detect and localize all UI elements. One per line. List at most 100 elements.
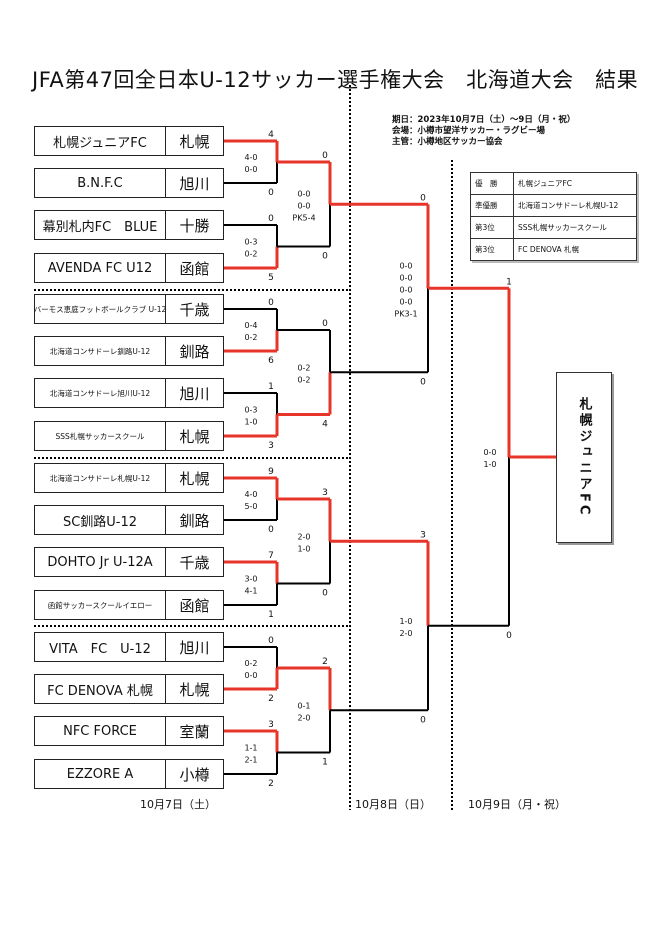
team-region: 札幌 — [179, 132, 210, 151]
team-region: 旭川 — [179, 638, 210, 657]
half-score: 0-0 — [244, 165, 257, 174]
team-row: SSS札幌サッカースクール札幌 — [34, 421, 224, 451]
team-name: 北海道コンサドーレ旭川U-12 — [35, 379, 166, 407]
half-score: 0-0 — [399, 261, 412, 270]
score-bottom: 0 — [268, 188, 274, 198]
team-row: AVENDA FC U12 函館 — [34, 253, 224, 283]
half-score: 0-3 — [244, 238, 257, 247]
team-region: 十勝 — [179, 216, 210, 235]
tournament-info: 期日：2023年10月7日（土）～9日（月・祝） 会場：小樽市望洋サッカー・ラグ… — [392, 115, 575, 148]
team-name: 幕別札内FC BLUE — [35, 211, 166, 239]
team-row: SC釧路U-12 釧路 — [34, 505, 224, 535]
half-score: 0-1 — [297, 701, 310, 710]
half-score: 3-0 — [244, 575, 257, 584]
score-top: 7 — [268, 551, 274, 561]
score-bottom: 2 — [268, 694, 274, 704]
team-region: 千歳 — [179, 553, 210, 572]
champion-name: 札幌ジュニアFC — [576, 397, 592, 518]
date-day1: 10月7日（土） — [140, 798, 216, 811]
half-score: 4-1 — [244, 587, 257, 596]
team-region: 札幌 — [179, 680, 210, 699]
score-top: 0 — [268, 214, 274, 224]
score-top: 0 — [420, 193, 426, 203]
info-date: 期日：2023年10月7日（土）～9日（月・祝） — [392, 115, 576, 125]
team-row: 函館サッカースクールイエロー函館 — [34, 590, 224, 620]
team-row: 幕別札内FC BLUE 十勝 — [34, 210, 224, 240]
score-bottom: 0 — [420, 715, 426, 725]
half-score: 2-0 — [399, 629, 412, 638]
team-region: 旭川 — [179, 384, 210, 403]
team-row: FC DENOVA 札幌札幌 — [34, 674, 224, 704]
half-score: 2-0 — [297, 713, 310, 722]
champion-box: 札幌ジュニアFC — [556, 372, 612, 543]
half-score: 0-4 — [244, 321, 257, 330]
score-bottom: 4 — [322, 420, 328, 430]
score-bottom: 0 — [268, 525, 274, 535]
half-score: 0-2 — [297, 363, 310, 372]
team-name: FC DENOVA 札幌 — [35, 675, 166, 703]
score-bottom: 0 — [322, 589, 328, 599]
half-score: 0-2 — [244, 333, 257, 342]
score-top: 0 — [268, 636, 274, 646]
half-score: 1-1 — [244, 744, 257, 753]
team-row: VITA FC U-12 旭川 — [34, 632, 224, 662]
half-score: 0-0 — [399, 285, 412, 294]
half-score: 0-0 — [297, 189, 310, 198]
score-top: 3 — [322, 488, 328, 498]
team-name: VITA FC U-12 — [35, 633, 166, 661]
score-bottom: 1 — [322, 758, 328, 768]
info-organizer: 主管：小樽地区サッカー協会 — [392, 137, 503, 147]
score-bottom: 3 — [268, 441, 274, 451]
score-top: 0 — [322, 151, 328, 161]
date-day2: 10月8日（日） — [355, 798, 431, 811]
team-row: DOHTO Jr U-12A 千歳 — [34, 547, 224, 577]
half-score: PK3-1 — [394, 309, 417, 318]
team-name: DOHTO Jr U-12A — [35, 548, 166, 576]
half-score: PK5-4 — [292, 213, 315, 222]
page-title: JFA第47回全日本U-12サッカー選手権大会 北海道大会 結果 — [32, 68, 639, 92]
half-score: 0-2 — [244, 659, 257, 668]
score-top: 2 — [322, 657, 328, 667]
half-score: 0-2 — [244, 250, 257, 259]
half-score: 4-0 — [244, 490, 257, 499]
score-top: 1 — [506, 277, 512, 287]
team-name: バーモス恵庭フットボールクラブ U-12 — [35, 295, 166, 323]
half-score: 1-0 — [399, 617, 412, 626]
half-score: 4-0 — [244, 153, 257, 162]
score-top: 0 — [268, 298, 274, 308]
score-bottom: 6 — [268, 356, 274, 366]
team-name: AVENDA FC U12 — [35, 254, 166, 282]
info-venue: 会場：小樽市望洋サッカー・ラグビー場 — [392, 126, 546, 136]
half-score: 0-0 — [399, 273, 412, 282]
score-bottom: 0 — [506, 631, 512, 641]
score-top: 3 — [268, 720, 274, 730]
team-name: NFC FORCE — [35, 717, 166, 745]
date-day3: 10月9日（月・祝） — [468, 798, 566, 811]
score-top: 9 — [268, 467, 274, 477]
half-score: 0-0 — [297, 201, 310, 210]
team-name: SC釧路U-12 — [35, 506, 166, 534]
team-region: 釧路 — [179, 511, 210, 530]
score-bottom: 0 — [322, 252, 328, 262]
team-name: EZZORE A — [35, 760, 166, 788]
team-region: 札幌 — [179, 427, 210, 446]
half-score: 2-1 — [244, 756, 257, 765]
team-name: 北海道コンサドーレ札幌U-12 — [35, 464, 166, 492]
team-region: 旭川 — [179, 174, 210, 193]
team-region: 札幌 — [179, 469, 210, 488]
team-name: SSS札幌サッカースクール — [35, 422, 166, 450]
team-row: 北海道コンサドーレ札幌U-12 札幌 — [34, 463, 224, 493]
half-score: 5-0 — [244, 502, 257, 511]
rank-team: FC DENOVA 札幌 — [513, 238, 637, 261]
score-top: 4 — [268, 130, 274, 140]
half-score: 2-0 — [297, 532, 310, 541]
team-region: 函館 — [179, 259, 210, 278]
